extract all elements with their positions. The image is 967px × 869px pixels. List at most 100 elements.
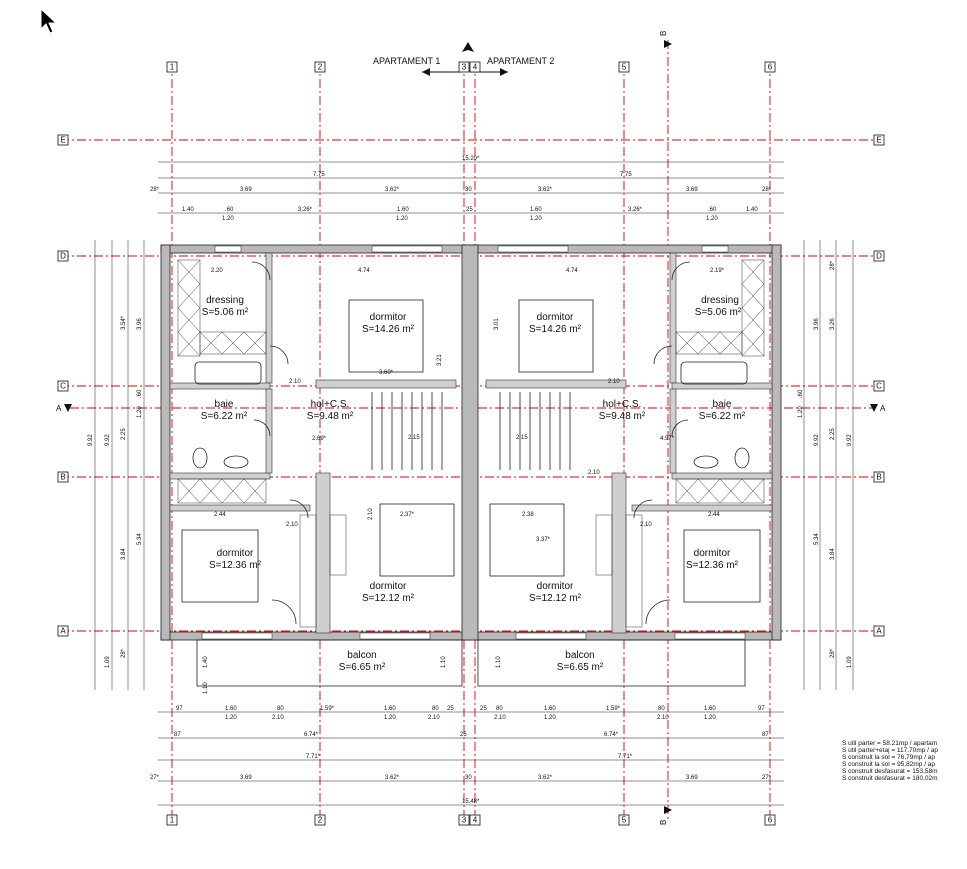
- inner-dimensions: 2.20 4.74 2.19* 4.74 3.01 3.21 2.10 2.10…: [203, 268, 725, 694]
- svg-text:3.62*: 3.62*: [385, 775, 400, 781]
- room-hol-1: hol+C.S.S=9.48 m²: [307, 399, 354, 422]
- svg-text:dormitor: dormitor: [537, 312, 574, 323]
- svg-text:S=9.48 m²: S=9.48 m²: [599, 411, 646, 422]
- svg-text:25: 25: [466, 207, 473, 213]
- mouse-cursor-icon: [40, 8, 58, 34]
- grid-column-labels-top: 1 2 3 4 5 6: [166, 61, 776, 73]
- svg-text:2.10: 2.10: [657, 715, 669, 721]
- svg-text:3.54*: 3.54*: [121, 315, 127, 330]
- svg-text:27*: 27*: [150, 775, 160, 781]
- svg-text:1: 1: [170, 63, 175, 72]
- svg-text:6.74*: 6.74*: [604, 732, 619, 738]
- svg-text:30: 30: [465, 187, 472, 193]
- svg-text:.60: .60: [225, 207, 234, 213]
- svg-text:25: 25: [480, 706, 487, 712]
- svg-text:15.20*: 15.20*: [462, 156, 480, 162]
- wardrobe-right: [675, 259, 765, 357]
- svg-text:28*: 28*: [762, 187, 772, 193]
- svg-text:25: 25: [460, 732, 467, 738]
- svg-text:28*: 28*: [830, 260, 836, 270]
- svg-text:3.62*: 3.62*: [538, 187, 553, 193]
- svg-text:97: 97: [758, 706, 765, 712]
- section-markers: A A B B: [56, 31, 886, 825]
- summary-line: S construit desfasurat = 153,58m: [842, 768, 938, 775]
- svg-text:2.19*: 2.19*: [710, 268, 725, 274]
- svg-text:27*: 27*: [762, 775, 772, 781]
- svg-text:97: 97: [176, 706, 183, 712]
- svg-text:2.15: 2.15: [516, 435, 528, 441]
- north-arrow-icon: [462, 42, 474, 52]
- svg-text:B: B: [60, 473, 65, 482]
- svg-text:2.10: 2.10: [608, 379, 620, 385]
- section-arrow-icon: [870, 404, 878, 412]
- svg-text:2.10: 2.10: [286, 522, 298, 528]
- svg-text:S=6.22 m²: S=6.22 m²: [699, 411, 746, 422]
- svg-text:9.92: 9.92: [105, 434, 111, 446]
- svg-text:2.10: 2.10: [640, 522, 652, 528]
- svg-text:3.96: 3.96: [814, 318, 820, 330]
- svg-text:28*: 28*: [121, 648, 127, 658]
- svg-text:S=12.12 m²: S=12.12 m²: [362, 593, 415, 604]
- svg-text:A: A: [56, 404, 62, 413]
- svg-text:D: D: [876, 252, 882, 261]
- svg-text:1.60: 1.60: [530, 207, 542, 213]
- svg-text:S=14.26 m²: S=14.26 m²: [529, 324, 582, 335]
- svg-text:.60: .60: [798, 389, 804, 398]
- svg-text:S=5.06 m²: S=5.06 m²: [202, 307, 249, 318]
- svg-text:3.62*: 3.62*: [385, 187, 400, 193]
- svg-text:2.10: 2.10: [289, 379, 301, 385]
- svg-text:dormitor: dormitor: [694, 548, 731, 559]
- svg-text:1: 1: [170, 816, 175, 825]
- svg-text:.60: .60: [708, 207, 717, 213]
- svg-text:9.92: 9.92: [88, 434, 94, 446]
- svg-text:S=5.06 m²: S=5.06 m²: [695, 307, 742, 318]
- svg-text:1.09: 1.09: [105, 656, 111, 668]
- apartment-2-label: APARTAMENT 2: [487, 56, 554, 66]
- svg-text:dormitor: dormitor: [370, 581, 407, 592]
- svg-text:1.20: 1.20: [137, 406, 143, 418]
- svg-text:dormitor: dormitor: [370, 312, 407, 323]
- svg-text:dormitor: dormitor: [537, 581, 574, 592]
- summary-line: S construit la sol = 76,79mp / ap: [842, 754, 936, 761]
- svg-text:1.60: 1.60: [397, 207, 409, 213]
- svg-text:1.20: 1.20: [530, 216, 542, 222]
- svg-text:1.59*: 1.59*: [320, 706, 335, 712]
- svg-text:1.10: 1.10: [441, 656, 447, 668]
- svg-text:3.69: 3.69: [686, 775, 698, 781]
- summary-line: S construit la sol = 95,82mp / ap: [842, 761, 936, 768]
- svg-text:1.20: 1.20: [798, 406, 804, 418]
- area-summary: S util parter = 58.21mp / apartam S util…: [842, 740, 967, 782]
- svg-text:3: 3: [462, 63, 467, 72]
- svg-text:3.26*: 3.26*: [298, 207, 313, 213]
- svg-text:4.74: 4.74: [566, 268, 578, 274]
- svg-text:2: 2: [318, 816, 323, 825]
- svg-text:4: 4: [473, 816, 478, 825]
- svg-text:1.40: 1.40: [203, 656, 209, 668]
- section-arrow-icon: [664, 806, 672, 814]
- svg-text:B: B: [876, 473, 881, 482]
- svg-text:E: E: [60, 136, 65, 145]
- svg-text:2.10: 2.10: [428, 715, 440, 721]
- svg-text:A: A: [880, 404, 886, 413]
- svg-text:1.40: 1.40: [182, 207, 194, 213]
- svg-text:4.74: 4.74: [358, 268, 370, 274]
- summary-line: S util parter+etaj = 117.70mp / ap: [842, 747, 938, 754]
- svg-text:25: 25: [447, 706, 454, 712]
- svg-text:7.75: 7.75: [620, 172, 632, 178]
- svg-text:dressing: dressing: [701, 295, 739, 306]
- svg-text:baie: baie: [713, 399, 732, 410]
- section-arrow-icon: [664, 40, 672, 48]
- svg-text:28*: 28*: [830, 648, 836, 658]
- svg-text:7.71*: 7.71*: [306, 754, 321, 760]
- svg-text:1.60: 1.60: [384, 706, 396, 712]
- svg-text:1.40: 1.40: [746, 207, 758, 213]
- svg-text:3.37*: 3.37*: [536, 537, 551, 543]
